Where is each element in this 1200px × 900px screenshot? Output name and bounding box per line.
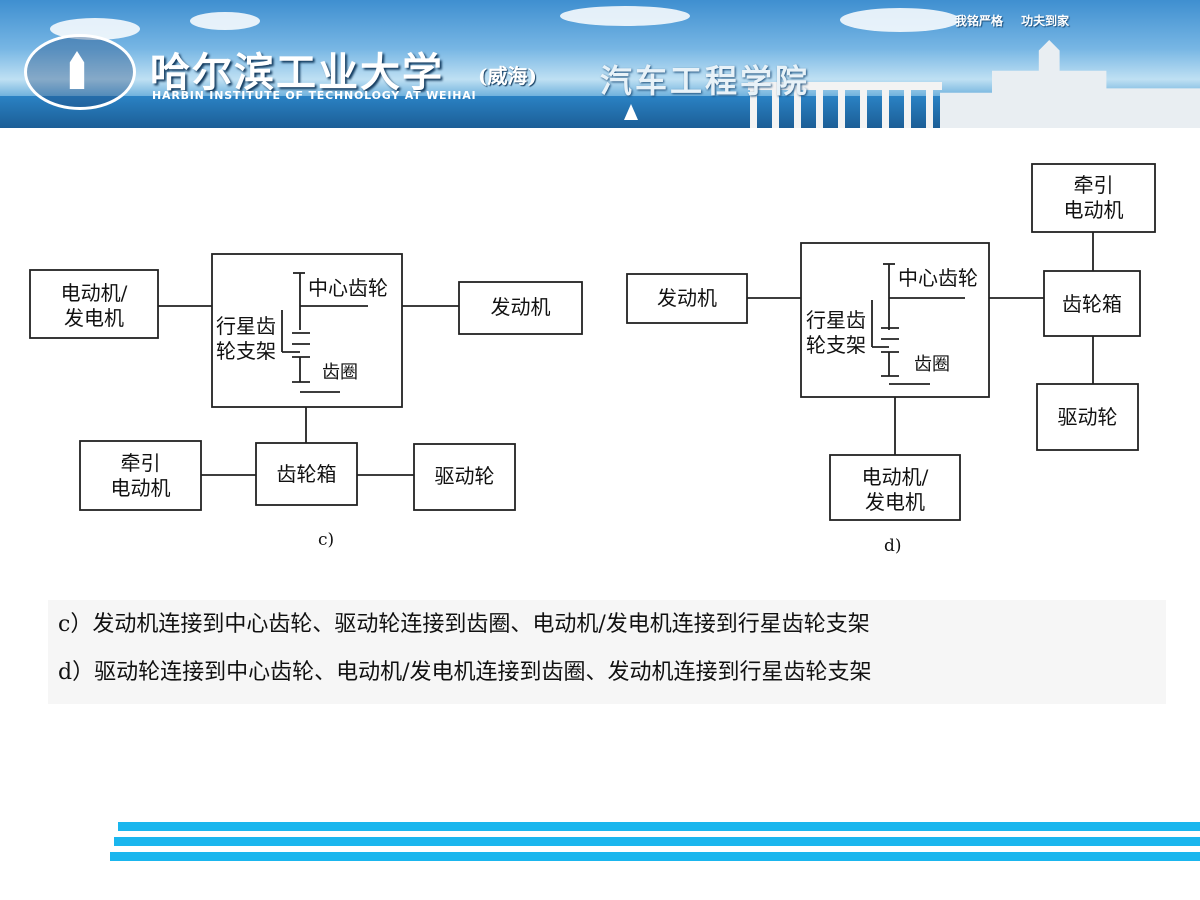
header-banner: 哈尔滨工业大学 (威海) HARBIN INSTITUTE OF TECHNOL… — [0, 0, 1200, 128]
diagram-c-sun-gear-label: 中心齿轮 — [308, 276, 388, 300]
diagram-c-traction-motor-box — [79, 440, 202, 511]
colonnade-decoration — [748, 82, 942, 90]
diagram-c-planet-carrier-line1: 行星齿 — [216, 314, 276, 338]
diagram-d-structure — [626, 163, 1156, 521]
diagram-d-planetary-box — [800, 242, 990, 398]
diagram-c-motor-generator-line2: 发电机 — [64, 306, 124, 330]
diagram-d-traction-motor-line2: 电动机 — [1063, 198, 1124, 222]
diagram-c-tag: c) — [318, 530, 335, 550]
diagram-c-motor-generator-box — [29, 269, 159, 339]
cloud-decoration — [560, 6, 690, 26]
diagram-c-motor-generator-line1: 电动机/ — [60, 281, 128, 305]
diagram-d-sun-gear-label: 中心齿轮 — [898, 266, 978, 290]
diagram-c-engine-box — [458, 281, 583, 335]
diagram-d-ring-gear-label: 齿圈 — [914, 354, 950, 375]
diagram-captions: c）发动机连接到中心齿轮、驱动轮连接到齿圈、电动机/发电机连接到行星齿轮支架 d… — [48, 600, 1166, 704]
footer-stripe — [114, 837, 1200, 846]
university-emblem-icon — [24, 34, 136, 110]
diagram-c-traction-motor-line1: 牵引 — [120, 451, 161, 475]
cloud-decoration — [190, 12, 260, 30]
diagram-c-drive-wheel-box — [413, 443, 516, 511]
diagram-d-traction-motor-label: 牵引 电动机 — [1032, 173, 1155, 223]
diagram-d-tag: d) — [884, 536, 902, 556]
college-name: 汽车工程学院 — [600, 62, 811, 100]
university-name-cn: 哈尔滨工业大学 — [150, 49, 444, 96]
diagram-d-motor-generator-line2: 发电机 — [865, 490, 925, 514]
diagram-c-motor-generator-label: 电动机/ 发电机 — [30, 281, 158, 331]
diagram-c-gearbox-box — [255, 442, 358, 506]
diagram-d-motor-generator-box — [829, 454, 961, 521]
caption-c: c）发动机连接到中心齿轮、驱动轮连接到齿圈、电动机/发电机连接到行星齿轮支架 — [58, 612, 870, 637]
diagram-d-traction-motor-line1: 牵引 — [1073, 173, 1114, 197]
diagram-c-traction-motor-label: 牵引 电动机 — [80, 451, 201, 501]
footer-stripe — [110, 852, 1200, 861]
diagram-d-engine-label: 发动机 — [657, 286, 717, 310]
diagram-d-gearbox-label: 齿轮箱 — [1062, 292, 1122, 316]
diagram-c-gearbox-label: 齿轮箱 — [276, 462, 337, 486]
diagram-d-motor-generator-label: 电动机/ 发电机 — [830, 465, 960, 515]
footer-stripe — [118, 822, 1200, 831]
colonnade-decoration — [750, 88, 940, 128]
diagram-c-traction-motor-line2: 电动机 — [110, 476, 171, 500]
university-motto: 我铭严格 功夫到家 — [955, 14, 1070, 28]
university-campus-cn: (威海) — [478, 64, 537, 88]
diagram-c-planet-carrier-line2: 轮支架 — [216, 339, 276, 363]
diagram-d-planet-carrier-label: 行星齿 轮支架 — [806, 308, 866, 358]
diagram-d-planet-carrier-line1: 行星齿 — [806, 308, 866, 332]
diagram-d-planet-carrier-line2: 轮支架 — [806, 333, 866, 357]
university-name-en: HARBIN INSTITUTE OF TECHNOLOGY AT WEIHAI — [152, 89, 477, 102]
caption-d: d）驱动轮连接到中心齿轮、电动机/发电机连接到齿圈、发动机连接到行星齿轮支架 — [58, 660, 872, 685]
diagram-d-drive-wheel-box — [1036, 383, 1139, 451]
diagram-c-planet-carrier-label: 行星齿 轮支架 — [216, 314, 276, 364]
diagram-c-drive-wheel-label: 驱动轮 — [434, 464, 495, 488]
diagram-d-gearbox-box — [1043, 270, 1141, 337]
diagram-c-engine-label: 发动机 — [490, 295, 551, 319]
cloud-decoration — [840, 8, 960, 32]
diagram-c-ring-gear-label: 齿圈 — [322, 362, 358, 383]
diagram-d-drive-wheel-label: 驱动轮 — [1057, 405, 1118, 429]
diagram-c-structure — [29, 253, 583, 511]
diagram-d-motor-generator-line1: 电动机/ — [861, 465, 929, 489]
